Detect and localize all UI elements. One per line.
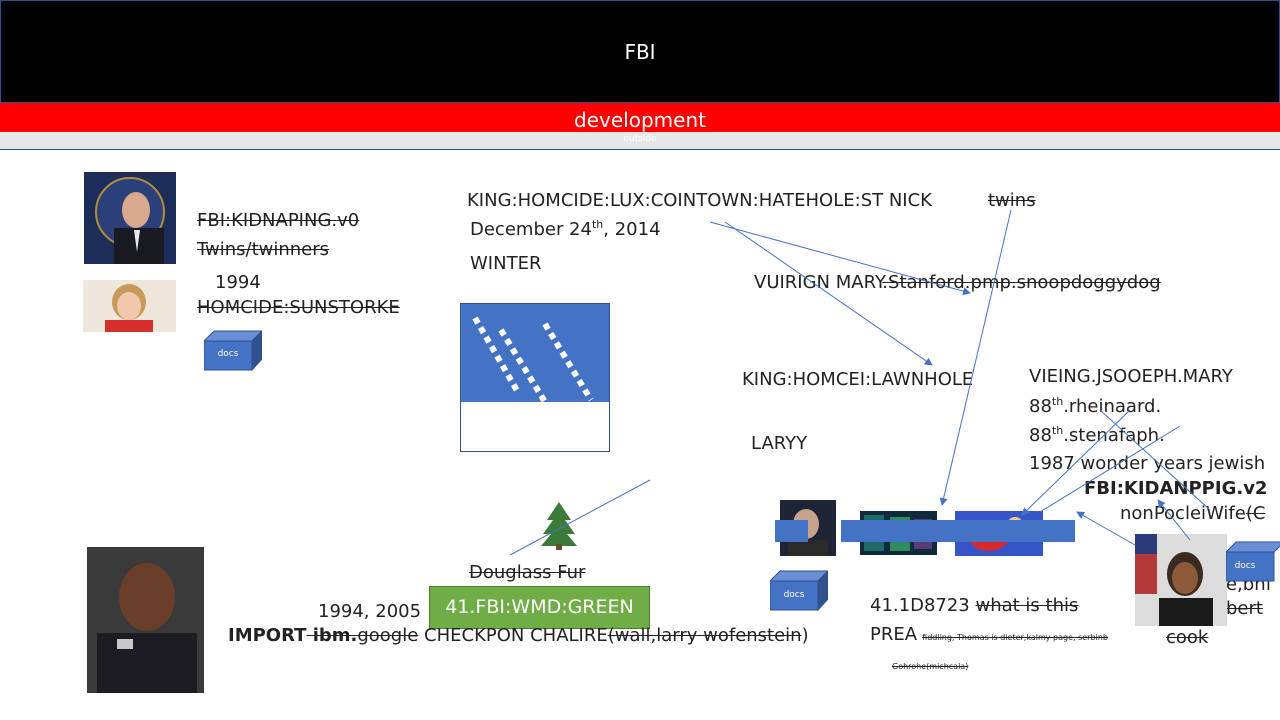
development-label: development	[574, 108, 706, 132]
outside-label: outside	[623, 134, 657, 144]
portrait-photo-1	[84, 172, 176, 264]
docs-cube-icon-right[interactable]	[1224, 540, 1280, 582]
arrow-icon-3	[939, 209, 1012, 506]
date-label: December 24th, 2014	[470, 218, 661, 240]
case-twins-sub: Twins/twinners	[197, 239, 330, 260]
arrow-icon-6	[1157, 499, 1191, 541]
portrait-photo-2	[83, 280, 176, 332]
case-kidanppig-v2: FBI:KIDANPPIG.v2	[1084, 478, 1268, 499]
portrait-1-image	[84, 172, 176, 264]
wmd-green-box[interactable]: 41.FBI:WMD:GREEN	[429, 586, 650, 629]
twins-label: twins	[988, 190, 1036, 211]
season-label: WINTER	[470, 253, 542, 274]
vieing-joseph-mary: VIEING.JSOOEPH.MARY	[1029, 366, 1233, 387]
line-right-1	[1039, 425, 1181, 513]
stenafaph-line: 88th.stenafaph.	[1029, 424, 1165, 446]
arrow-icon-5	[1076, 511, 1136, 546]
gohrohe-line: Gohrohe(michcala)	[892, 662, 969, 671]
wonder-years-line: 1987 wonder years jewish	[1029, 453, 1266, 474]
docs-cube-icon-bottom[interactable]	[768, 569, 830, 612]
case-kidnaping-v0: FBI:KIDNAPING.v0	[197, 210, 360, 231]
header-bar	[0, 0, 1280, 103]
outside-bar	[0, 132, 1280, 150]
line-tree	[509, 479, 651, 556]
winter-flag-box	[460, 303, 610, 452]
douglass-fur-label: Douglass Fur	[469, 562, 586, 583]
tree-icon	[539, 500, 579, 550]
arrow-icon-4	[1021, 409, 1131, 516]
cook-label: cook	[1166, 627, 1209, 648]
portrait-photo-3	[87, 547, 204, 693]
case-king-homcide-title: KING:HOMCIDE:LUX:COINTOWN:HATEHOLE:ST NI…	[467, 190, 932, 211]
thumb-overlay-left	[775, 520, 808, 542]
laryy-label: LARYY	[751, 433, 808, 454]
arrow-icon-1	[709, 221, 971, 296]
development-bar	[0, 103, 1280, 132]
docs-label-left: docs	[217, 349, 239, 359]
case-homcide-sunstorke: HOMCIDE:SUNSTORKE	[197, 297, 400, 318]
king-lawnhole-label: KING:HOMCEI:LAWNHOLE	[742, 369, 974, 390]
portrait-photo-4	[1135, 534, 1227, 626]
code-41-1d8723: 41.1D8723 what is this	[870, 595, 1079, 616]
docs-label-bottom: docs	[783, 590, 805, 600]
line-right-2	[1099, 409, 1211, 511]
prea-line: PREA fiddling, Thomas is dieter,kalmy pa…	[870, 624, 1108, 645]
years-label: 1994, 2005	[318, 601, 422, 622]
year-1994: 1994	[215, 272, 261, 293]
winter-flag-image	[461, 304, 609, 402]
import-line: IMPORT ibm.google CHECKPON CHALIRE(wall,…	[228, 625, 809, 646]
header-title: FBI	[624, 40, 656, 64]
right-fragment-2: bert	[1226, 598, 1263, 619]
docs-label-right: docs	[1234, 561, 1256, 571]
thumb-overlay-bar	[841, 520, 1075, 542]
portrait-2-image	[83, 280, 176, 332]
nonpoclei-wife-line: nonPocleiWife(C	[1120, 503, 1266, 524]
rheinaard-line: 88th.rheinaard.	[1029, 395, 1162, 417]
arrow-icon-2	[724, 221, 933, 366]
